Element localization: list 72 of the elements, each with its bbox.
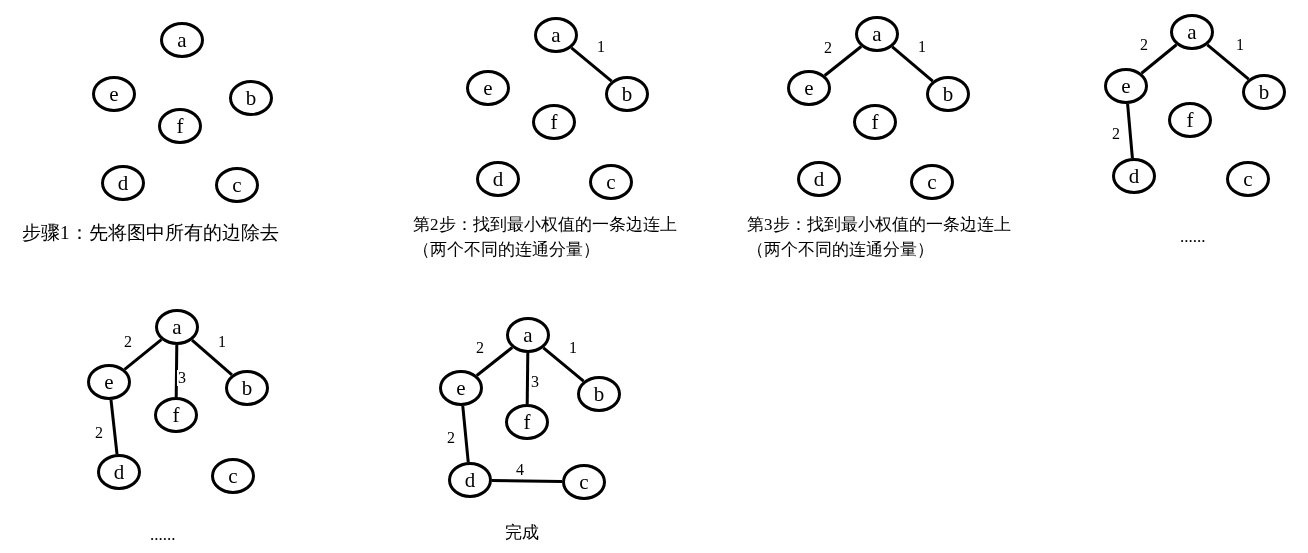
graph-node: b bbox=[605, 76, 649, 112]
graph-node: c bbox=[589, 164, 633, 200]
graph-node: b bbox=[225, 370, 269, 406]
graph-node: d bbox=[1112, 158, 1156, 194]
graph-edge bbox=[191, 339, 233, 376]
edge-weight: 3 bbox=[177, 370, 187, 386]
step-caption: 完成 bbox=[505, 522, 540, 544]
graph-edge bbox=[123, 338, 163, 371]
edge-weight: 2 bbox=[475, 340, 485, 356]
step-caption: 步骤1：先将图中所有的边除去 bbox=[22, 221, 280, 245]
graph-edge bbox=[570, 46, 613, 83]
graph-edge bbox=[491, 478, 563, 484]
edge-weight: 4 bbox=[515, 462, 525, 478]
graph-node: d bbox=[476, 161, 520, 197]
graph-node: c bbox=[1226, 161, 1270, 197]
graph-node: a bbox=[160, 22, 204, 58]
graph-node: d bbox=[448, 462, 492, 498]
edge-weight: 2 bbox=[123, 334, 133, 350]
edge-weight: 2 bbox=[446, 430, 456, 446]
step-caption: ...... bbox=[1180, 226, 1207, 248]
edge-weight: 2 bbox=[1111, 126, 1121, 142]
edge-weight: 3 bbox=[530, 374, 540, 390]
graph-edge bbox=[823, 45, 863, 77]
graph-node: e bbox=[466, 70, 510, 106]
graph-edge bbox=[1140, 43, 1178, 75]
edge-weight: 1 bbox=[217, 334, 227, 350]
graph-node: f bbox=[853, 104, 897, 140]
graph-edge bbox=[174, 344, 179, 398]
graph-node: e bbox=[92, 76, 136, 112]
graph-edge bbox=[109, 399, 119, 455]
step-caption: ...... bbox=[150, 524, 177, 546]
graph-node: e bbox=[787, 70, 831, 106]
graph-node: d bbox=[101, 165, 145, 201]
graph-node: a bbox=[1170, 14, 1214, 50]
graph-edge bbox=[475, 346, 514, 377]
edge-weight: 2 bbox=[94, 425, 104, 441]
graph-node: b bbox=[926, 76, 970, 112]
edge-weight: 1 bbox=[1235, 37, 1245, 53]
graph-node: e bbox=[1104, 68, 1148, 104]
graph-node: a bbox=[534, 17, 578, 53]
edge-weight: 2 bbox=[1139, 37, 1149, 53]
graph-edge bbox=[1126, 103, 1134, 159]
edge-weight: 1 bbox=[917, 39, 927, 55]
edge-weight: 1 bbox=[596, 39, 606, 55]
step-caption: 第3步：找到最小权值的一条边连上（两个不同的连通分量） bbox=[747, 214, 1012, 261]
edge-weight: 2 bbox=[823, 40, 833, 56]
graph-node: c bbox=[910, 164, 954, 200]
graph-edge bbox=[542, 346, 585, 383]
graph-edge bbox=[891, 45, 934, 83]
graph-node: f bbox=[1168, 102, 1212, 138]
graph-node: a bbox=[155, 309, 199, 345]
edge-weight: 1 bbox=[568, 340, 578, 356]
graph-node: b bbox=[577, 376, 621, 412]
graph-node: a bbox=[506, 317, 550, 353]
graph-node: f bbox=[154, 397, 198, 433]
graph-node: a bbox=[855, 16, 899, 52]
graph-node: c bbox=[211, 458, 255, 494]
graph-node: f bbox=[505, 404, 549, 440]
graph-node: b bbox=[229, 80, 273, 116]
graph-edge bbox=[1206, 43, 1250, 81]
graph-edge bbox=[461, 405, 470, 463]
graph-node: d bbox=[97, 454, 141, 490]
graph-edge bbox=[525, 353, 530, 404]
graph-node: f bbox=[158, 108, 202, 144]
step-caption: 第2步：找到最小权值的一条边连上（两个不同的连通分量） bbox=[413, 214, 678, 261]
graph-node: e bbox=[87, 364, 131, 400]
graph-node: b bbox=[1242, 74, 1286, 110]
graph-node: e bbox=[439, 370, 483, 406]
graph-node: d bbox=[797, 161, 841, 197]
graph-node: c bbox=[215, 167, 259, 203]
graph-node: f bbox=[532, 104, 576, 140]
graph-node: c bbox=[562, 464, 606, 500]
